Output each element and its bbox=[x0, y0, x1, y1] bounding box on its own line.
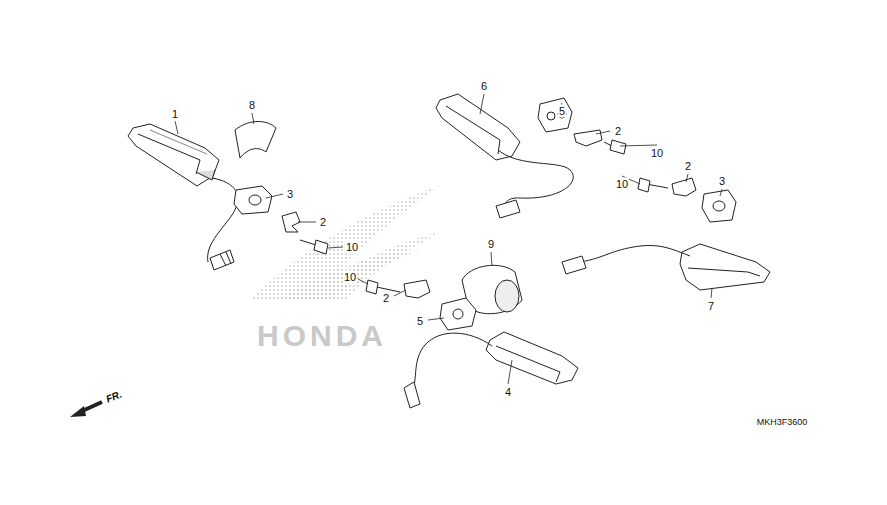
callout-number: 5 bbox=[416, 315, 424, 328]
bracket bbox=[282, 212, 300, 232]
callout-number: 6 bbox=[480, 80, 488, 93]
callout-number: 3 bbox=[718, 175, 726, 188]
callout-number: 8 bbox=[248, 99, 256, 112]
turn-signal bbox=[436, 94, 573, 218]
wing-logo bbox=[250, 185, 440, 300]
turn-signal bbox=[128, 124, 238, 270]
callout-number: 1 bbox=[171, 108, 179, 121]
diagram-code: MKH3F3600 bbox=[756, 417, 809, 428]
callout-number: 9 bbox=[487, 238, 495, 251]
callout-number: 5 bbox=[558, 105, 566, 118]
leader-lines bbox=[175, 94, 722, 384]
callout-number: 7 bbox=[707, 300, 715, 313]
bracket bbox=[404, 280, 430, 298]
grommet bbox=[440, 298, 476, 330]
grommet bbox=[234, 186, 272, 214]
callout-number: 10 bbox=[650, 147, 664, 160]
callout-number: 2 bbox=[382, 292, 390, 305]
callout-number: 4 bbox=[504, 386, 512, 399]
bolt bbox=[638, 178, 668, 192]
bolt bbox=[604, 140, 626, 154]
callout-number: 10 bbox=[345, 241, 359, 254]
callout-number: 2 bbox=[614, 125, 622, 138]
direction-arrow bbox=[70, 402, 102, 417]
watermark: HONDA bbox=[256, 320, 388, 352]
direction-label: FR. bbox=[103, 388, 124, 406]
callout-number: 3 bbox=[286, 188, 294, 201]
callout-number: 2 bbox=[319, 216, 327, 229]
bolt bbox=[300, 240, 328, 254]
cover bbox=[235, 122, 276, 159]
bracket bbox=[574, 130, 602, 146]
turn-signal bbox=[562, 244, 770, 290]
callout-number: 2 bbox=[684, 160, 692, 173]
bracket bbox=[672, 178, 696, 196]
grommet bbox=[702, 190, 736, 222]
grommet bbox=[538, 98, 572, 132]
turn-signal bbox=[404, 332, 578, 408]
callout-number: 10 bbox=[615, 178, 629, 191]
callout-number: 10 bbox=[343, 271, 357, 284]
